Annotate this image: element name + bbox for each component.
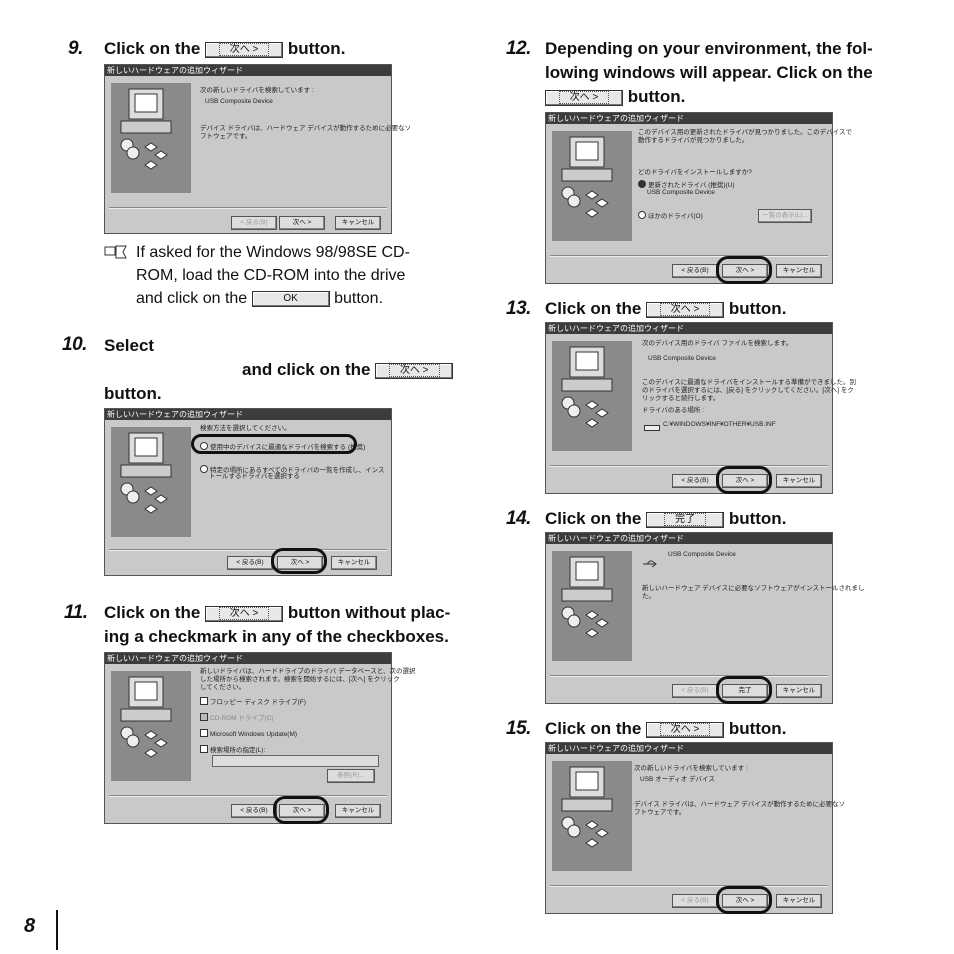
computer-illustration-icon bbox=[552, 341, 632, 451]
next-button[interactable]: 次へ > bbox=[722, 474, 768, 488]
cancel-button[interactable]: キャンセル bbox=[331, 556, 377, 570]
step-12-number: 12. bbox=[506, 38, 531, 59]
dialog-title: 新しいハードウェアの追加ウィザード bbox=[105, 65, 391, 76]
checkbox-windows-update[interactable]: Microsoft Windows Update(M) bbox=[200, 729, 297, 739]
back-button[interactable]: < 戻る(B) bbox=[227, 556, 273, 570]
step-13-instruction: Click on the 次へ > button. bbox=[545, 299, 787, 318]
checkbox-cdrom[interactable]: CD-ROM ドライブ(C) bbox=[200, 713, 274, 723]
computer-illustration-icon bbox=[552, 131, 632, 241]
next-button-inline: 次へ > bbox=[205, 42, 284, 58]
step-14-number: 14. bbox=[506, 508, 531, 529]
checkbox-floppy[interactable]: フロッピー ディスク ドライブ(F) bbox=[200, 697, 306, 707]
step-11-number: 11. bbox=[64, 602, 88, 623]
show-list-button[interactable]: 一覧の表示(L)... bbox=[758, 209, 812, 223]
radio-other-driver[interactable]: ほかのドライバ(O) bbox=[638, 211, 703, 221]
step-9-number: 9. bbox=[68, 38, 83, 59]
back-button[interactable]: < 戻る(B) bbox=[672, 264, 718, 278]
ok-button-inline: OK bbox=[251, 291, 330, 307]
cancel-button[interactable]: キャンセル bbox=[776, 684, 822, 698]
page-number-divider bbox=[56, 910, 58, 950]
computer-illustration-icon bbox=[111, 671, 191, 781]
checkbox-location[interactable]: 検索場所の指定(L): bbox=[200, 745, 265, 755]
next-button-inline: 次へ > bbox=[375, 363, 454, 379]
finish-button-inline: 完了 bbox=[646, 512, 725, 528]
note-icon bbox=[104, 244, 128, 260]
computer-illustration-icon bbox=[111, 83, 191, 193]
cancel-button[interactable]: キャンセル bbox=[776, 894, 822, 908]
step-10-select: Select bbox=[104, 336, 155, 355]
highlight-ring bbox=[273, 796, 329, 824]
next-button[interactable]: 次へ > bbox=[279, 216, 325, 230]
cancel-button[interactable]: キャンセル bbox=[335, 804, 381, 818]
finish-button[interactable]: 完了 bbox=[722, 684, 768, 698]
back-button[interactable]: < 戻る(B) bbox=[231, 216, 277, 230]
highlight-ring bbox=[191, 434, 357, 454]
page-number: 8 bbox=[24, 915, 36, 937]
dialog-step-13: 新しいハードウェアの追加ウィザード 次のデバイス用のドライバ ファイルを検索しま… bbox=[545, 322, 856, 494]
location-combo[interactable] bbox=[212, 755, 379, 767]
step-14-instruction: Click on the 完了 button. bbox=[545, 509, 787, 528]
cancel-button[interactable]: キャンセル bbox=[776, 264, 822, 278]
usb-icon bbox=[642, 555, 658, 568]
step-15-number: 15. bbox=[506, 718, 531, 739]
highlight-ring bbox=[716, 676, 772, 704]
step-11-instruction: Click on the 次へ > button without plac- i… bbox=[104, 603, 451, 646]
step-10-button-word: button. bbox=[104, 384, 162, 403]
note-step-9: If asked for the Windows 98/98SE CD- ROM… bbox=[136, 244, 410, 307]
next-button[interactable]: 次へ > bbox=[722, 264, 768, 278]
computer-illustration-icon bbox=[111, 427, 191, 537]
highlight-ring bbox=[716, 256, 772, 284]
computer-illustration-icon bbox=[552, 761, 632, 871]
next-button-inline: 次へ > bbox=[205, 606, 284, 622]
cancel-button[interactable]: キャンセル bbox=[776, 474, 822, 488]
step-15-instruction: Click on the 次へ > button. bbox=[545, 719, 787, 738]
next-button-inline: 次へ > bbox=[545, 90, 623, 106]
step-10-number: 10. bbox=[62, 334, 87, 355]
browse-button[interactable]: 参照(R)... bbox=[327, 769, 375, 783]
dialog-step-9: 新しいハードウェアの追加ウィザード 次の新しいドライバを検索しています : US… bbox=[104, 64, 411, 234]
step-12-instruction: Depending on your environment, the fol- … bbox=[545, 39, 873, 106]
dialog-step-12: 新しいハードウェアの追加ウィザード このデバイス用の更新されたドライバが見つかり… bbox=[545, 112, 852, 284]
next-button-inline: 次へ > bbox=[646, 302, 725, 318]
dialog-step-15: 新しいハードウェアの追加ウィザード 次の新しいドライバを検索しています : US… bbox=[545, 742, 845, 914]
step-9-instruction: Click on the 次へ > button. bbox=[104, 39, 346, 58]
back-button[interactable]: < 戻る(B) bbox=[672, 894, 718, 908]
next-button[interactable]: 次へ > bbox=[722, 894, 768, 908]
highlight-ring bbox=[716, 466, 772, 494]
next-button-inline: 次へ > bbox=[646, 722, 725, 738]
radio-list-drivers[interactable]: 特定の場所にあるすべてのドライバの一覧を作成し、インス bbox=[200, 465, 385, 475]
dialog-step-11: 新しいハードウェアの追加ウィザード 新しいドライバは、ハードドライブのドライバ … bbox=[104, 652, 415, 824]
computer-illustration-icon bbox=[552, 551, 632, 661]
back-button[interactable]: < 戻る(B) bbox=[672, 474, 718, 488]
highlight-ring bbox=[271, 548, 327, 574]
cancel-button[interactable]: キャンセル bbox=[335, 216, 381, 230]
back-button[interactable]: < 戻る(B) bbox=[231, 804, 277, 818]
dialog-step-10: 新しいハードウェアの追加ウィザード 検索方法を選択してください。 使用中のデバイ… bbox=[104, 408, 392, 576]
dialog-step-14: 新しいハードウェアの追加ウィザード USB Composite Device 新… bbox=[545, 532, 864, 704]
radio-updated-driver[interactable]: 更新されたドライバ (推奨)(U) bbox=[638, 180, 735, 190]
highlight-ring bbox=[716, 886, 772, 914]
step-10-click: and click on the 次へ > bbox=[242, 358, 454, 382]
step-13-number: 13. bbox=[506, 298, 531, 319]
next-button[interactable]: 次へ > bbox=[279, 804, 325, 818]
back-button[interactable]: < 戻る(B) bbox=[672, 684, 718, 698]
drive-icon bbox=[644, 425, 660, 431]
